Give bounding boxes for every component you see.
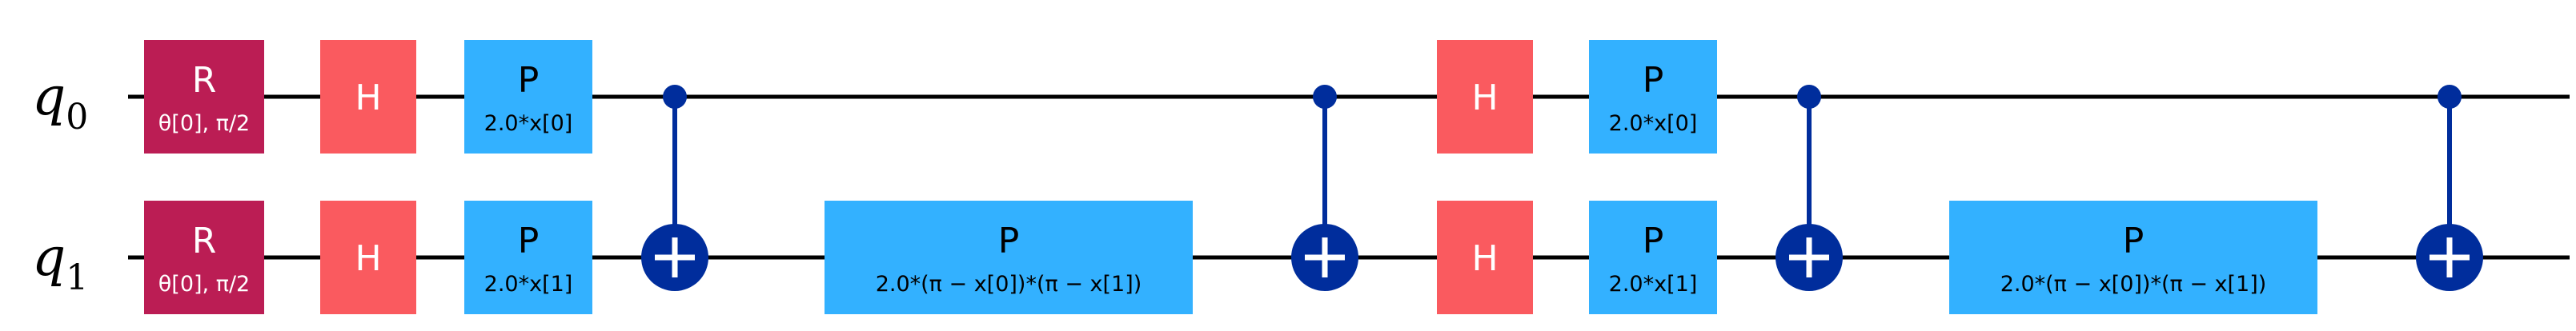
h-gate: H bbox=[320, 40, 416, 154]
p-gate: P 2.0*x[1] bbox=[1589, 201, 1717, 314]
r-gate: Rθ[0], π/2 bbox=[144, 40, 264, 154]
cnot-control-dot bbox=[2438, 85, 2462, 109]
p-gate-param: 2.0*(π − x[0])*(π − x[1]) bbox=[876, 272, 1142, 297]
p-gate-box bbox=[825, 201, 1193, 314]
p-gate-param: 2.0*x[1] bbox=[1609, 272, 1698, 297]
p-gate-box bbox=[1589, 40, 1717, 154]
p-gate-param: 2.0*x[0] bbox=[1609, 111, 1698, 136]
p-gate: P 2.0*x[1] bbox=[464, 201, 592, 314]
h-gate-label: H bbox=[355, 238, 381, 279]
cnot-control-dot bbox=[663, 85, 687, 109]
cnot-control-dot bbox=[1313, 85, 1337, 109]
p-gate-label: P bbox=[1643, 221, 1664, 261]
p-gate-param: 2.0*(π − x[0])*(π − x[1]) bbox=[2000, 272, 2267, 297]
p-gate: P 2.0*x[0] bbox=[1589, 40, 1717, 154]
r-gate-label: R bbox=[192, 221, 217, 261]
p-gate: P 2.0*(π − x[0])*(π − x[1]) bbox=[1949, 201, 2317, 314]
r-gate-param: θ[0], π/2 bbox=[158, 272, 250, 297]
p-gate-box bbox=[1949, 201, 2317, 314]
h-gate: H bbox=[1437, 201, 1533, 314]
qubit-label-main: q bbox=[32, 226, 66, 288]
h-gate-label: H bbox=[355, 78, 381, 118]
qubit-label-0: q0 bbox=[32, 66, 88, 138]
r-gate-box bbox=[144, 201, 264, 314]
qubit-label-subscript: 0 bbox=[66, 97, 88, 138]
p-gate-label: P bbox=[1643, 60, 1664, 101]
h-gate-box bbox=[1437, 201, 1533, 314]
h-gate-box bbox=[320, 40, 416, 154]
p-gate-param: 2.0*x[1] bbox=[484, 272, 573, 297]
p-gate: P 2.0*(π − x[0])*(π − x[1]) bbox=[825, 201, 1193, 314]
p-gate: P 2.0*x[0] bbox=[464, 40, 592, 154]
p-gate-label: P bbox=[2123, 221, 2145, 261]
h-gate-box bbox=[320, 201, 416, 314]
r-gate: Rθ[0], π/2 bbox=[144, 201, 264, 314]
r-gate-param: θ[0], π/2 bbox=[158, 111, 250, 136]
qubit-label-main: q bbox=[32, 66, 66, 127]
circuit-gates: Rθ[0], π/2Rθ[0], π/2HHP2.0*x[0]P2.0*x[1]… bbox=[144, 40, 2483, 314]
h-gate-label: H bbox=[1471, 238, 1498, 279]
h-gate-label: H bbox=[1471, 78, 1498, 118]
qubit-label-subscript: 1 bbox=[66, 257, 88, 298]
p-gate-label: P bbox=[518, 60, 540, 101]
p-gate-box bbox=[1589, 201, 1717, 314]
r-gate-box bbox=[144, 40, 264, 154]
cnot-control-dot bbox=[1797, 85, 1821, 109]
p-gate-param: 2.0*x[0] bbox=[484, 111, 573, 136]
h-gate-box bbox=[1437, 40, 1533, 154]
p-gate-box bbox=[464, 201, 592, 314]
qubit-label-1: q1 bbox=[32, 226, 88, 298]
p-gate-label: P bbox=[518, 221, 540, 261]
p-gate-box bbox=[464, 40, 592, 154]
p-gate-label: P bbox=[998, 221, 1020, 261]
r-gate-label: R bbox=[192, 60, 217, 101]
h-gate: H bbox=[320, 201, 416, 314]
h-gate: H bbox=[1437, 40, 1533, 154]
